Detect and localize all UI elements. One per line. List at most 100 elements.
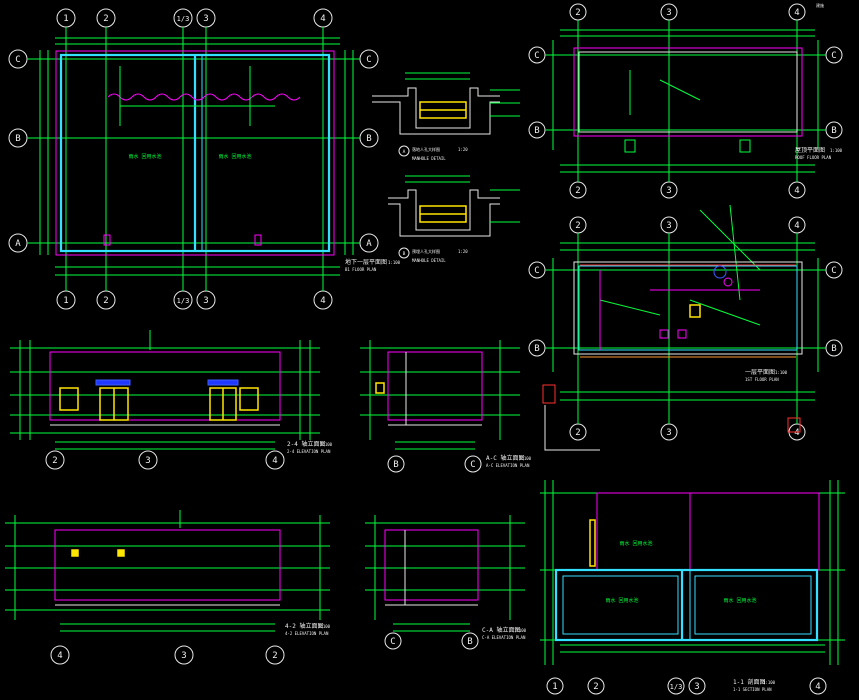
axis-label: 4 — [57, 651, 62, 661]
view-subtitle: 1-1 SECTION PLAN — [733, 687, 772, 692]
axis-label: 2 — [575, 8, 580, 18]
roof-parapet — [573, 47, 803, 137]
view-title: 4-2 轴立面图 — [285, 622, 323, 630]
view-scale: 1:100 — [763, 680, 776, 685]
ladder — [589, 519, 596, 567]
axis-label: 3 — [666, 428, 671, 438]
axis-label: B — [831, 126, 836, 136]
axis-label: C — [15, 55, 20, 65]
axis-label: A — [15, 239, 21, 249]
detail-callout — [787, 417, 801, 433]
window — [239, 387, 259, 411]
manhole-detail-a: A 落地人孔大样图 MANHOLE DETAIL 1:20 — [372, 72, 520, 161]
axis-label: A — [403, 149, 406, 155]
axis-label: C — [831, 51, 836, 61]
axis-label: C — [831, 266, 836, 276]
b1-axis-bottom: 1 2 1/3 3 4 — [56, 290, 333, 310]
axis-label: B — [534, 126, 539, 136]
axis-bubble — [398, 247, 410, 259]
room-label: 雨水 回用水池 — [128, 153, 161, 160]
b1-axis-right: C B A — [359, 49, 379, 253]
axis-label: B — [831, 344, 836, 354]
axis-bubble — [398, 145, 410, 157]
view-title: 地下一层平面图 — [345, 258, 387, 266]
view-title: 2-4 轴立面图 — [287, 440, 325, 448]
sump — [254, 234, 262, 246]
sump — [103, 234, 111, 246]
view-title: C-A 轴立面图 — [482, 626, 520, 634]
axis-label: 2 — [103, 14, 108, 24]
room-label: 雨水 回用水池 — [619, 540, 652, 547]
water-level-line — [107, 93, 301, 101]
equipment — [723, 277, 733, 287]
view-scale: 1:100 — [519, 456, 532, 461]
axis-label: 2 — [575, 221, 580, 231]
elevation-a-c: B C A-C 轴立面图 1:100 A-C ELEVATION PLAN — [360, 340, 532, 473]
axis-label: C — [534, 266, 539, 276]
b1-axis-top: 1 2 1/3 3 4 — [56, 8, 333, 28]
axis-label: B — [534, 344, 539, 354]
axis-label: 2 — [103, 296, 108, 306]
axis-label: B — [15, 134, 20, 144]
equipment — [689, 304, 701, 318]
elevation-2-4: 2 3 4 2-4 轴立面图 1:100 2-4 ELEVATION PLAN — [10, 330, 333, 470]
axis-label: C — [366, 55, 371, 65]
ff-axis-bottom: 2 3 4 — [569, 423, 806, 441]
room-label: 雨水 回用水池 — [723, 597, 756, 604]
view-scale: 1:100 — [320, 442, 333, 447]
upper-volume — [596, 492, 820, 571]
view-title: 预埋人孔大样图 — [412, 248, 440, 254]
axis-label: 4 — [320, 14, 325, 24]
axis-label: 2 — [272, 651, 277, 661]
tank-walls — [554, 568, 819, 642]
roof-plan: 2 3 4 2 3 4 C B C B — [528, 3, 843, 199]
view-subtitle: C-A ELEVATION PLAN — [482, 635, 526, 640]
axis-label: 4 — [794, 428, 799, 438]
view-title: 一层平面图 — [745, 369, 775, 376]
axis-label: 3 — [203, 296, 208, 306]
axis-label: C — [390, 637, 395, 647]
view-title: 落地人孔大样图 — [412, 146, 440, 152]
b1-dimension-lines — [27, 27, 360, 291]
ff-axis-sides: C B C B — [528, 261, 843, 357]
roof-axis-top: 2 3 4 — [569, 3, 806, 21]
axis-label: 3 — [694, 682, 699, 692]
view-subtitle: MANHOLE DETAIL — [412, 156, 446, 161]
view-subtitle: MANHOLE DETAIL — [412, 258, 446, 263]
view-scale: 1:20 — [458, 147, 468, 152]
b1-outline — [55, 50, 335, 256]
view-scale: 1:100 — [318, 624, 331, 629]
room-label: 雨水 回用水池 — [218, 153, 251, 160]
elev-4-2-axis: 4 3 2 — [50, 645, 285, 665]
b1-floor-plan: 1 2 1/3 3 4 1 2 1/3 3 4 C B — [8, 8, 401, 310]
axis-label: 2 — [575, 186, 580, 196]
elevation-c-a: C B C-A 轴立面图 1:100 C-A ELEVATION PLAN — [365, 515, 527, 650]
axis-label: 4 — [272, 456, 277, 466]
axis-label: 4 — [794, 8, 799, 18]
view-subtitle: 4-2 ELEVATION PLAN — [285, 631, 329, 636]
axis-label: 1/3 — [177, 15, 190, 23]
axis-label: 1 — [552, 682, 557, 692]
view-title: A-C 轴立面图 — [486, 454, 524, 462]
first-floor-plan: 2 3 4 2 3 4 C B C B — [528, 204, 843, 451]
equipment — [713, 265, 727, 279]
axis-label: B — [393, 460, 398, 470]
elev-2-4-axis: 2 3 4 — [45, 450, 285, 470]
view-subtitle: 2-4 ELEVATION PLAN — [287, 449, 331, 454]
axis-label: 1 — [63, 14, 68, 24]
detail-callout — [542, 384, 556, 404]
axis-label: 1/3 — [177, 297, 190, 305]
axis-label: 3 — [203, 14, 208, 24]
room-label: 雨水 回用水池 — [605, 597, 638, 604]
view-scale: 1:100 — [830, 148, 843, 153]
axis-label: 1/3 — [670, 683, 683, 691]
axis-label: A — [366, 239, 372, 249]
view-title: 1-1 剖面图 — [733, 678, 765, 686]
elevation-outline — [49, 351, 281, 421]
axis-label: 3 — [666, 8, 671, 18]
axis-label: B — [467, 637, 472, 647]
axis-label: C — [534, 51, 539, 61]
sheet-note: 建施 — [816, 2, 824, 8]
axis-label: 2 — [575, 428, 580, 438]
view-subtitle: ROOF FLOOR PLAN — [795, 155, 832, 160]
